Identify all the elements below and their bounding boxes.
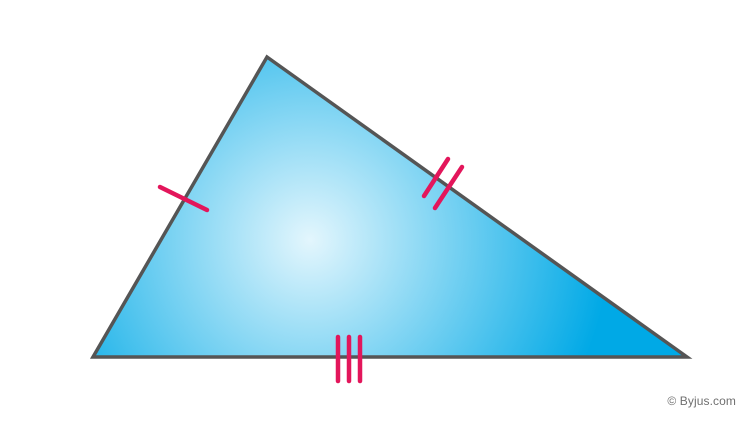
copyright-watermark: © Byjus.com: [667, 394, 736, 408]
tick-mark: [421, 156, 451, 199]
base-tick-marks: [335, 334, 363, 384]
left-side-tick-marks: [157, 184, 210, 213]
right-side-tick-marks: [421, 156, 465, 211]
triangle: [89, 54, 693, 359]
tick-mark: [157, 184, 210, 213]
tick-mark: [432, 164, 465, 211]
